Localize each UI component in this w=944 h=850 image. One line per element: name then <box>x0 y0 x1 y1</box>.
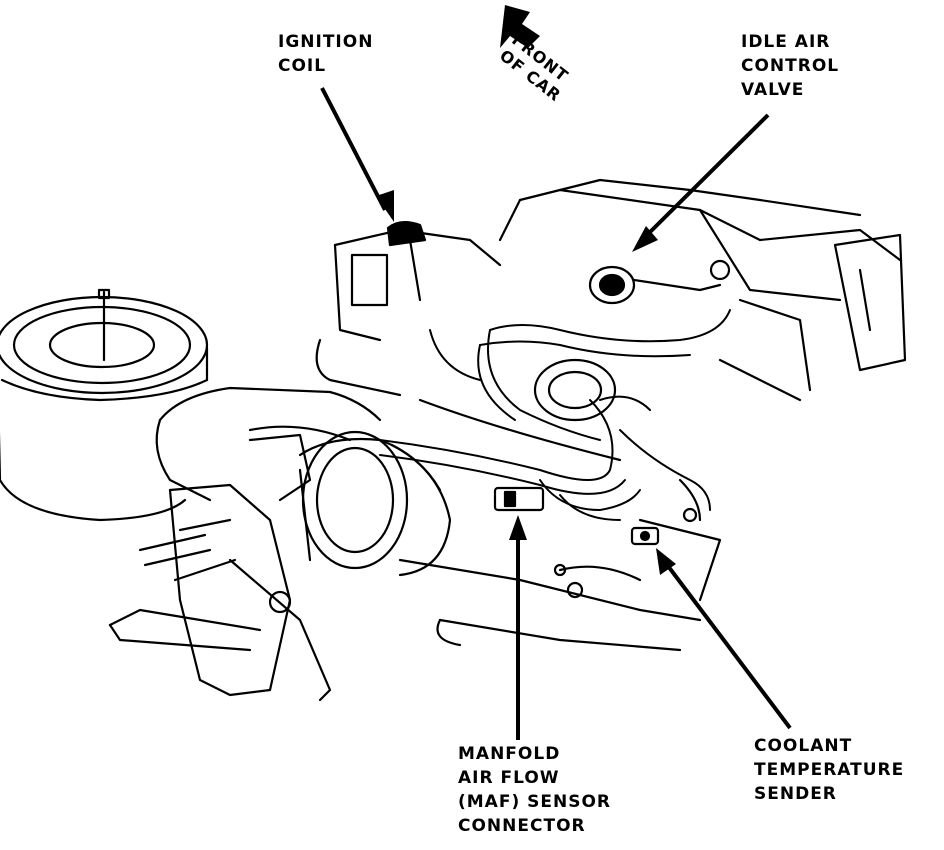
ignition-coil-label-line1: IGNITION <box>278 32 374 52</box>
idle-air-control-valve-part <box>588 259 731 305</box>
air-cleaner <box>0 288 209 522</box>
wiring-harness <box>379 309 731 521</box>
idle-air-label-line2: CONTROL <box>741 56 840 76</box>
maf-arrowhead <box>509 515 527 540</box>
engine-block <box>315 178 907 652</box>
idle-air-arrowhead <box>632 226 658 252</box>
coolant-arrowhead <box>656 548 676 575</box>
idle-air-label-line1: IDLE AIR <box>741 32 831 52</box>
maf-label-line2: AIR FLOW <box>458 768 560 788</box>
idle-air-leader <box>640 113 770 242</box>
maf-connector-part <box>493 486 545 512</box>
leader-arrows <box>320 87 792 740</box>
front-arrow-icon <box>500 5 540 48</box>
maf-sensor-connector-label: MANFOLD AIR FLOW (MAF) SENSOR CONNECTOR <box>458 742 611 838</box>
coolant-leader <box>663 560 792 730</box>
maf-label-line3: (MAF) SENSOR <box>458 792 612 812</box>
coolant-label-line2: TEMPERATURE <box>754 760 905 780</box>
mounting-bracket <box>108 433 332 702</box>
coolant-sender-part <box>630 526 660 546</box>
idle-air-label-line3: VALVE <box>741 80 805 100</box>
maf-label-line4: CONNECTOR <box>458 816 586 836</box>
coolant-label-line1: COOLANT <box>754 736 853 756</box>
idle-air-control-valve-label: IDLE AIR CONTROL VALVE <box>741 30 839 102</box>
ignition-coil-arrowhead <box>376 190 394 222</box>
air-intake-duct <box>155 386 452 577</box>
ignition-coil-part <box>386 221 427 302</box>
throttle-body <box>533 358 617 422</box>
coolant-label-line3: SENDER <box>754 784 837 804</box>
maf-label-line1: MANFOLD <box>458 744 561 764</box>
coolant-temperature-sender-label: COOLANT TEMPERATURE SENDER <box>754 734 904 806</box>
ignition-coil-label: IGNITION COIL <box>278 30 373 78</box>
ignition-coil-label-line2: COIL <box>278 56 327 76</box>
ignition-coil-leader <box>320 87 387 211</box>
